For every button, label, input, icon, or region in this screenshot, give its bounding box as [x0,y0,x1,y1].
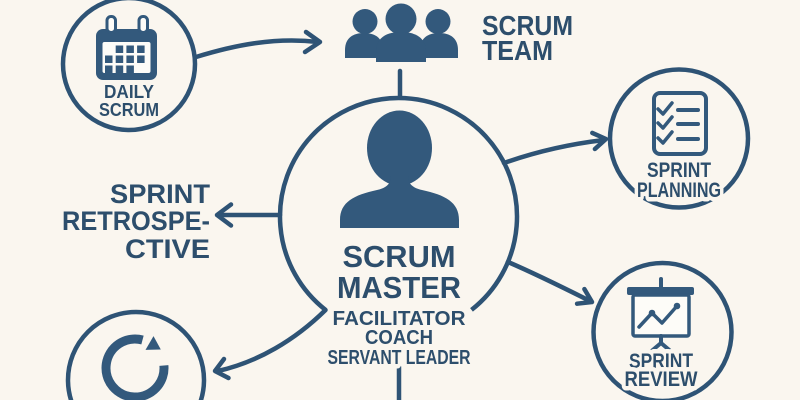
cycle-circle [65,309,207,400]
sprint-retrospective-label-line2: RETROSPE- [62,206,210,236]
node-cycle [65,309,207,400]
node-sprint-review: SPRINT REVIEW [591,260,734,400]
calendar-ring-left [105,15,117,34]
daily-scrum-circle [60,0,198,133]
scrum-master-title-line2: MASTER [337,270,461,305]
checklist-sheet [652,91,708,156]
sprint-review-label-line2: REVIEW [625,368,698,391]
arrowhead-master-to-cycle [212,356,231,381]
calendar-day-grid [105,45,145,73]
node-sprint-retrospective: SPRINT RETROSPE- CTIVE [58,175,216,269]
board-trend-dot-2 [673,302,681,310]
arrowhead-master-to-planning [590,130,609,152]
arrow-master-to-cycle [215,307,328,374]
sprint-planning-label-line1: SPRINT [647,159,711,182]
team-member-right-body [420,33,458,58]
team-member-front-body [376,32,426,62]
daily-scrum-label-line2: SCRUM [99,100,159,120]
node-scrum-master: SCRUM MASTER FACILITATOR COACH SERVANT L… [277,95,520,374]
arrow-master-to-review [505,259,591,303]
daily-scrum-label-line1: DAILY [104,82,154,102]
board-surface [631,293,691,338]
checklist-checkmarks [656,101,674,145]
calendar-ring-right [137,15,149,34]
sprint-planning-circle [607,67,751,210]
scrum-master-circle [277,95,520,312]
team-icon [345,3,458,62]
scrum-master-role-facilitator: FACILITATOR [333,308,467,330]
team-member-front-head [385,3,417,35]
person-silhouette-icon [340,110,459,228]
node-scrum-team: SCRUM TEAM [345,3,578,71]
scrum-team-label-line2: TEAM [482,35,553,66]
board-trend-dot-1 [648,309,656,317]
sprint-review-circle [591,260,734,400]
sprint-planning-label-line2: PLANNING [637,179,721,202]
scrum-master-title-line1: SCRUM [343,239,456,274]
person-shoulders [340,176,459,228]
checklist-icon [652,91,708,156]
team-member-left-head [352,9,378,34]
calendar-icon [96,15,157,80]
node-sprint-planning: SPRINT PLANNING [607,67,751,210]
presentation-chart-icon [627,277,694,356]
sprint-retrospective-label-line3: CTIVE [125,234,210,264]
refresh-icon [101,334,169,400]
arrow-master-to-planning [501,137,607,166]
refresh-arc [101,334,169,400]
arrow-daily-to-team [193,38,321,60]
board-trend-line [637,304,679,329]
board-top-bar [627,287,694,295]
sprint-retrospective-label-line1: SPRINT [110,179,211,209]
arrowhead-master-to-review [574,286,595,306]
checklist-lines [676,108,700,141]
refresh-arrowhead [145,336,161,350]
team-member-right-head [425,9,451,34]
scrum-team-label-line1: SCRUM [482,10,573,41]
arrowhead-daily-to-team [302,29,323,55]
team-member-left-body [345,33,383,58]
scrum-master-role-servant-leader: SERVANT LEADER [328,347,471,369]
scrum-master-role-coach: COACH [365,327,433,349]
arrowhead-master-to-retrospective [214,202,234,228]
sprint-review-label-line1: SPRINT [629,350,693,373]
board-legs [646,334,676,356]
person-head [367,110,432,186]
node-daily-scrum: DAILY SCRUM [60,0,198,133]
